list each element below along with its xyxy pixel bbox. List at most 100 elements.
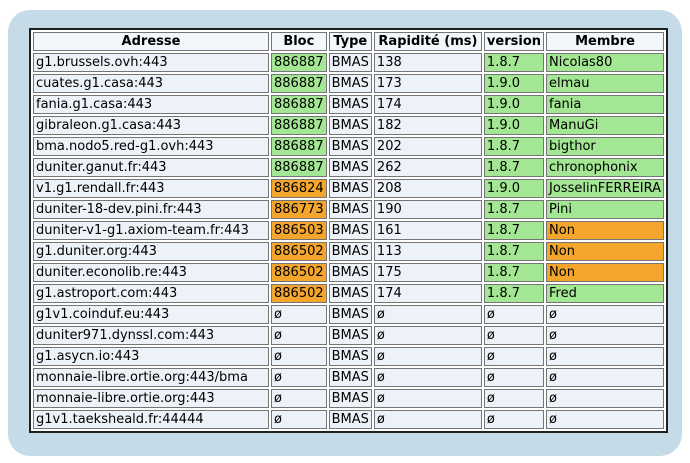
cell-version: ø	[483, 410, 545, 429]
cell-rapidite: 173	[373, 74, 482, 93]
cell-type: BMAS	[328, 95, 372, 114]
cell-version: 1.8.7	[483, 221, 545, 240]
cell-membre: Non	[546, 242, 665, 261]
cell-type: BMAS	[328, 116, 372, 135]
cell-version: ø	[483, 389, 545, 408]
cell-type: BMAS	[328, 347, 372, 366]
cell-version: 1.9.0	[483, 95, 545, 114]
cell-type: BMAS	[328, 389, 372, 408]
cell-membre: Non	[546, 221, 665, 240]
cell-rapidite: ø	[373, 305, 482, 324]
cell-adresse: gibraleon.g1.casa:443	[33, 116, 269, 135]
cell-membre: Pini	[546, 200, 665, 219]
cell-membre: ø	[546, 326, 665, 345]
cell-rapidite: 174	[373, 284, 482, 303]
cell-adresse: duniter971.dynssl.com:443	[33, 326, 269, 345]
cell-adresse: cuates.g1.casa:443	[33, 74, 269, 93]
cell-bloc: 886887	[271, 95, 327, 114]
cell-rapidite: ø	[373, 410, 482, 429]
cell-bloc: ø	[271, 410, 327, 429]
cell-adresse: g1.astroport.com:443	[33, 284, 269, 303]
cell-version: 1.8.7	[483, 242, 545, 261]
cell-adresse: duniter-18-dev.pini.fr:443	[33, 200, 269, 219]
cell-membre: elmau	[546, 74, 665, 93]
header-row: Adresse Bloc Type Rapidité (ms) version …	[33, 32, 665, 51]
cell-type: BMAS	[328, 74, 372, 93]
cell-bloc: 886773	[271, 200, 327, 219]
cell-type: BMAS	[328, 410, 372, 429]
cell-type: BMAS	[328, 179, 372, 198]
cell-membre: Fred	[546, 284, 665, 303]
cell-adresse: duniter.econolib.re:443	[33, 263, 269, 282]
cell-bloc: ø	[271, 326, 327, 345]
column-header-rapidite: Rapidité (ms)	[373, 32, 482, 51]
cell-bloc: 886502	[271, 284, 327, 303]
cell-type: BMAS	[328, 137, 372, 156]
cell-adresse: v1.g1.rendall.fr:443	[33, 179, 269, 198]
cell-type: BMAS	[328, 284, 372, 303]
cell-rapidite: ø	[373, 368, 482, 387]
cell-adresse: g1.duniter.org:443	[33, 242, 269, 261]
cell-type: BMAS	[328, 305, 372, 324]
cell-version: 1.9.0	[483, 116, 545, 135]
cell-bloc: 886887	[271, 158, 327, 177]
cell-adresse: fania.g1.casa:443	[33, 95, 269, 114]
cell-membre: fania	[546, 95, 665, 114]
cell-rapidite: 174	[373, 95, 482, 114]
cell-version: 1.9.0	[483, 74, 545, 93]
cell-rapidite: 138	[373, 53, 482, 72]
cell-rapidite: ø	[373, 347, 482, 366]
cell-version: 1.8.7	[483, 284, 545, 303]
cell-membre: bigthor	[546, 137, 665, 156]
cell-bloc: ø	[271, 305, 327, 324]
cell-bloc: 886887	[271, 74, 327, 93]
cell-type: BMAS	[328, 326, 372, 345]
cell-membre: ø	[546, 347, 665, 366]
cell-bloc: 886502	[271, 242, 327, 261]
cell-rapidite: 113	[373, 242, 482, 261]
cell-bloc: 886887	[271, 137, 327, 156]
cell-bloc: ø	[271, 368, 327, 387]
cell-type: BMAS	[328, 263, 372, 282]
nodes-panel: Adresse Bloc Type Rapidité (ms) version …	[8, 10, 682, 456]
cell-type: BMAS	[328, 221, 372, 240]
cell-membre: ø	[546, 389, 665, 408]
cell-rapidite: 182	[373, 116, 482, 135]
cell-version: ø	[483, 347, 545, 366]
cell-type: BMAS	[328, 242, 372, 261]
cell-adresse: g1v1.coinduf.eu:443	[33, 305, 269, 324]
cell-adresse: duniter.ganut.fr:443	[33, 158, 269, 177]
column-header-bloc: Bloc	[271, 32, 327, 51]
cell-adresse: g1v1.taeksheald.fr:44444	[33, 410, 269, 429]
cell-version: 1.9.0	[483, 179, 545, 198]
cell-version: ø	[483, 368, 545, 387]
cell-adresse: duniter-v1-g1.axiom-team.fr:443	[33, 221, 269, 240]
cell-version: 1.8.7	[483, 200, 545, 219]
cell-membre: ø	[546, 368, 665, 387]
cell-rapidite: 161	[373, 221, 482, 240]
nodes-table: Adresse Bloc Type Rapidité (ms) version …	[29, 28, 669, 433]
cell-bloc: 886824	[271, 179, 327, 198]
cell-bloc: 886887	[271, 53, 327, 72]
cell-rapidite: ø	[373, 326, 482, 345]
column-header-membre: Membre	[546, 32, 665, 51]
cell-version: ø	[483, 305, 545, 324]
cell-membre: chronophonix	[546, 158, 665, 177]
cell-adresse: g1.brussels.ovh:443	[33, 53, 269, 72]
cell-rapidite: 175	[373, 263, 482, 282]
cell-bloc: 886502	[271, 263, 327, 282]
column-header-adresse: Adresse	[33, 32, 269, 51]
cell-adresse: g1.asycn.io:443	[33, 347, 269, 366]
